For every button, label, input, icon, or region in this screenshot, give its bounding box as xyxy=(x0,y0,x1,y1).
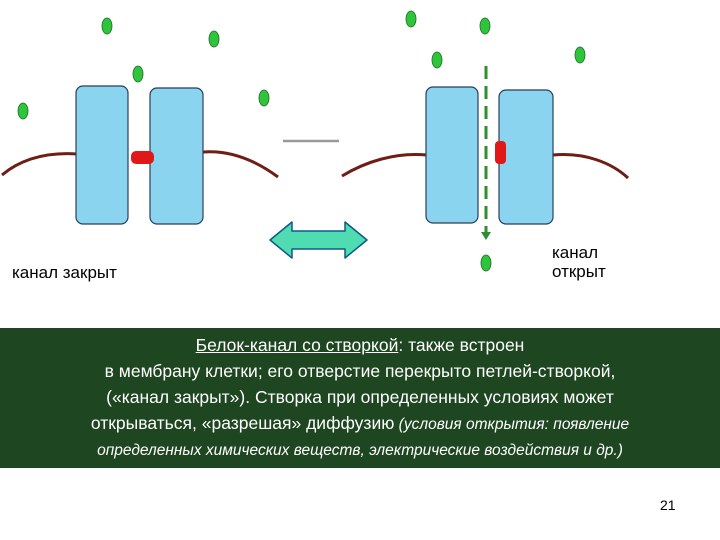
particle xyxy=(258,89,270,107)
particle xyxy=(17,102,29,120)
membrane-left-inner xyxy=(202,150,279,179)
particle xyxy=(101,17,113,35)
page-number: 21 xyxy=(660,497,676,513)
caption-colon: : xyxy=(398,335,404,355)
label-open-line1: канал xyxy=(552,243,599,262)
caption-line-5: определенных химических веществ, электри… xyxy=(97,442,623,459)
protein-left-a xyxy=(75,85,129,225)
channel-diagram xyxy=(1,10,630,272)
protein-right-a xyxy=(425,86,479,224)
caption-line-1: Белок-канал со створкой: также встроен xyxy=(0,332,720,358)
label-open-line2: открыт xyxy=(552,262,606,281)
caption-line4-main: открываться, «разрешая» диффузию xyxy=(90,413,395,433)
particles xyxy=(17,10,586,272)
caption-box: Белок-канал со створкой: также встроен в… xyxy=(0,328,720,468)
particle xyxy=(574,46,586,64)
caption-line-4: открываться, «разрешая» диффузию (услови… xyxy=(0,410,720,438)
particle xyxy=(132,65,144,83)
caption-line-2: в мембрану клетки; его отверстие перекры… xyxy=(104,361,616,381)
particle xyxy=(405,10,417,28)
particle xyxy=(208,30,220,48)
particle xyxy=(479,17,491,35)
label-channel-closed: канал закрыт xyxy=(12,263,117,282)
caption-title: Белок-канал со створкой xyxy=(195,335,399,355)
membrane-right-outer xyxy=(341,152,428,178)
caption-line4-italic: (условия открытия: появление xyxy=(394,416,630,433)
particle xyxy=(480,254,492,272)
double-arrow-icon xyxy=(269,221,368,259)
diffusion-arrowhead-icon xyxy=(481,232,491,240)
protein-left-b xyxy=(149,87,204,225)
gate-closed xyxy=(131,151,154,164)
gate-open xyxy=(495,141,506,164)
protein-right-b xyxy=(498,89,554,225)
particle xyxy=(431,51,443,69)
caption-line1-rest: также встроен xyxy=(403,335,525,355)
membrane-left-outer xyxy=(1,152,78,177)
caption-line-3: («канал закрыт»). Створка при определенн… xyxy=(106,387,614,407)
membrane-right-inner xyxy=(552,153,630,180)
label-channel-open: канал открыт xyxy=(552,243,606,281)
